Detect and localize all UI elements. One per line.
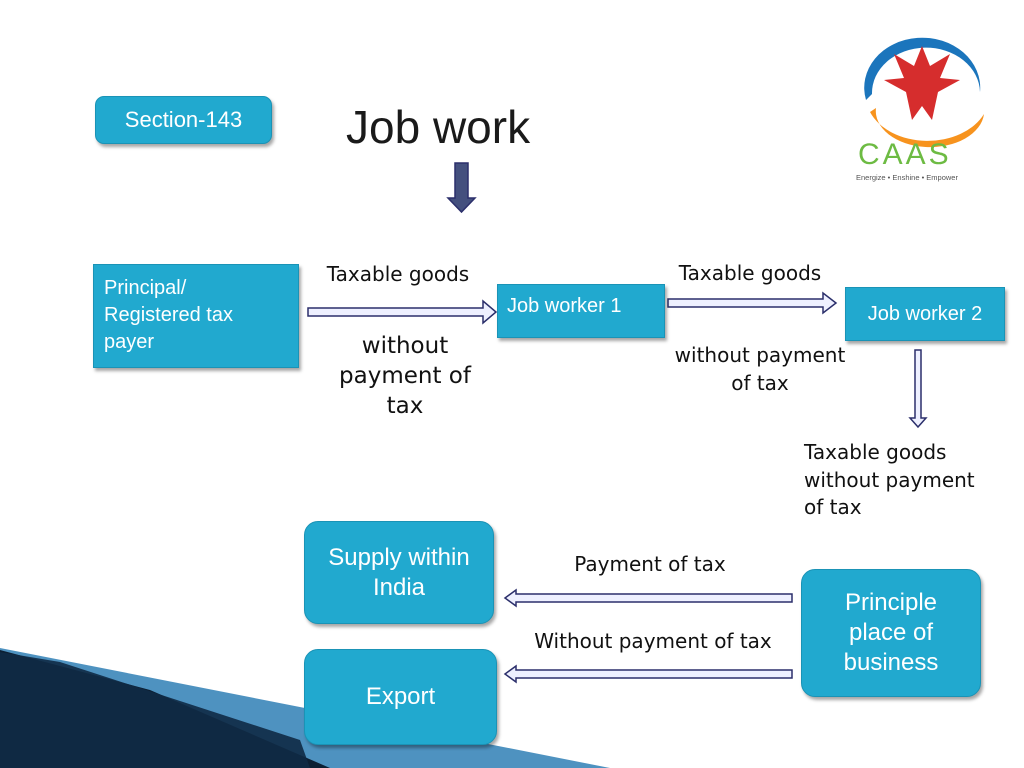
node-principal-place-of-business: Principle place of business	[801, 569, 981, 697]
node-principal: Principal/ Registered tax payer	[93, 264, 299, 368]
label-jw1-to-jw2-bottom: without payment of tax	[674, 343, 846, 395]
node-supply-within-india: Supply within India	[304, 521, 494, 624]
node-export: Export	[304, 649, 497, 745]
logo-text: CAAS	[858, 138, 952, 171]
label-p-to-jw1-bottom: without payment of tax	[339, 333, 471, 419]
node-job-worker-1-label: Job worker 1	[507, 295, 622, 317]
label-ppb-to-export: Without payment of tax	[534, 629, 772, 653]
arrow-ppb-to-supply	[503, 588, 793, 608]
node-job-worker-2: Job worker 2	[845, 287, 1005, 341]
label-p-to-jw1-top: Taxable goods	[326, 262, 470, 286]
arrow-ppb-to-export	[503, 664, 793, 684]
node-job-worker-2-label: Job worker 2	[867, 302, 983, 325]
arrow-jw1-to-jw2	[667, 291, 838, 315]
label-jw2-to-ppb: Taxable goods without payment of tax	[804, 440, 975, 519]
title-down-arrow	[446, 162, 477, 214]
label-jw1-to-jw2-top: Taxable goods	[678, 261, 822, 285]
node-supply-within-india-label: Supply within India	[328, 543, 470, 601]
page-title: Job work	[346, 101, 531, 153]
phoenix-icon: CAAS Energize • Enshine • Empower	[856, 37, 984, 182]
section-badge-label: Section-143	[124, 107, 243, 132]
node-job-worker-1: Job worker 1	[497, 284, 665, 338]
section-badge: Section-143	[95, 96, 272, 144]
node-export-label: Export	[365, 683, 436, 710]
node-ppb-label: Principle place of business	[843, 589, 939, 676]
node-principal-label: Principal/ Registered tax payer	[104, 277, 233, 353]
arrow-principal-to-jw1	[307, 299, 498, 325]
label-ppb-to-supply: Payment of tax	[574, 552, 726, 576]
arrow-jw2-to-ppb	[908, 349, 928, 429]
logo: CAAS Energize • Enshine • Empower	[848, 22, 996, 192]
logo-tagline: Energize • Enshine • Empower	[856, 173, 958, 182]
